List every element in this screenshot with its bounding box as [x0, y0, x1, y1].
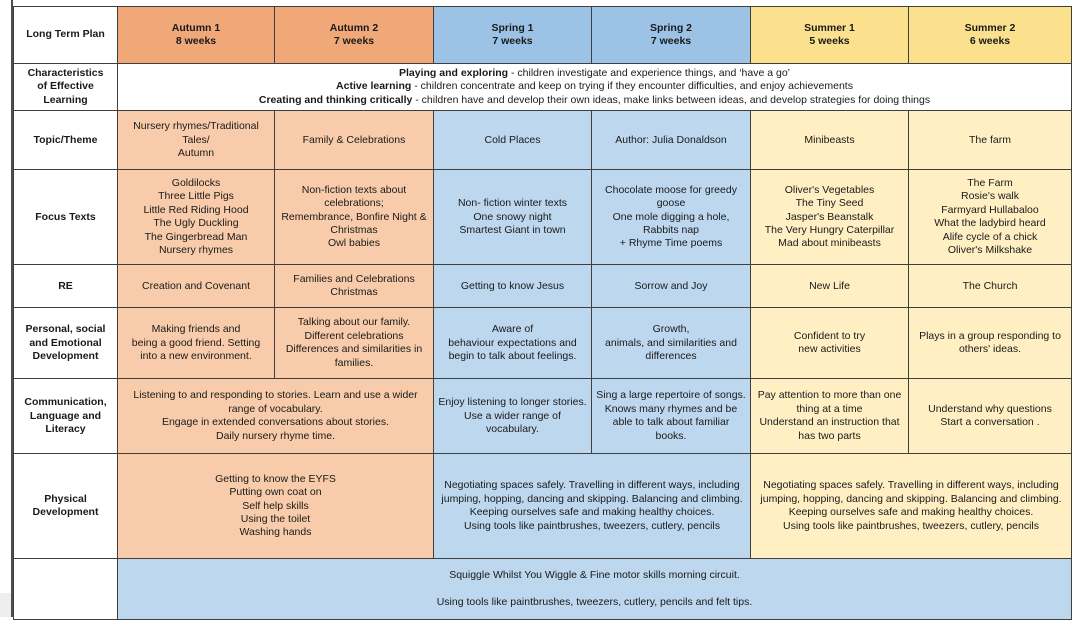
row-characteristics-of-effective-learning: Characteristics of Effective Learning Pl…: [13, 62, 1072, 112]
focus-autumn-2: Non-fiction texts about celebrations; Re…: [274, 169, 434, 266]
row-personal-social-emotional-development: Personal, social and Emotional Developme…: [13, 307, 1072, 380]
row-label-coel: Characteristics of Effective Learning: [13, 62, 118, 112]
squiggle-content: Squiggle Whilst You Wiggle & Fine motor …: [117, 558, 1072, 620]
psed-autumn-1: Making friends and being a good friend. …: [117, 307, 275, 380]
row-label-topic-theme: Topic/Theme: [13, 110, 118, 171]
row-label-squiggle: [13, 558, 118, 620]
topic-autumn-2: Family & Celebrations: [274, 110, 434, 171]
cll-summer-1: Pay attention to more than one thing at …: [750, 378, 909, 455]
window-chrome-stub: [0, 593, 13, 617]
row-re: RE Creation and Covenant Families and Ce…: [13, 264, 1072, 309]
focus-summer-1: Oliver's Vegetables The Tiny Seed Jasper…: [750, 169, 909, 266]
focus-autumn-1: Goldilocks Three Little Pigs Little Red …: [117, 169, 275, 266]
term-weeks: 7 weeks: [492, 35, 533, 47]
coel-line-1-rest: - children investigate and experience th…: [508, 67, 791, 79]
row-label-focus-texts: Focus Texts: [13, 169, 118, 266]
term-name: Autumn 1: [171, 21, 221, 34]
psed-summer-1: Confident to try new activities: [750, 307, 909, 380]
re-autumn-1: Creation and Covenant: [117, 264, 275, 309]
term-name: Summer 1: [804, 21, 855, 34]
term-name: Autumn 2: [329, 21, 379, 34]
row-communication-language-literacy: Communication, Language and Literacy Lis…: [13, 378, 1072, 455]
topic-summer-1: Minibeasts: [750, 110, 909, 171]
psed-spring-2: Growth, animals, and similarities and di…: [591, 307, 751, 380]
psed-spring-1: Aware of behaviour expectations and begi…: [433, 307, 592, 380]
term-weeks: 7 weeks: [650, 35, 692, 47]
topic-autumn-1: Nursery rhymes/Traditional Tales/ Autumn: [117, 110, 275, 171]
coel-line-2: Active learning - children concentrate a…: [122, 80, 1067, 93]
row-label-cll: Communication, Language and Literacy: [13, 378, 118, 455]
cll-spring-1: Enjoy listening to longer stories. Use a…: [433, 378, 592, 455]
coel-line-3-rest: - children have and develop their own id…: [412, 93, 931, 106]
term-name: Spring 1: [491, 21, 534, 34]
psed-autumn-2: Talking about our family. Different cele…: [274, 307, 434, 380]
row-label-psed: Personal, social and Emotional Developme…: [13, 307, 118, 380]
row-focus-texts: Focus Texts Goldilocks Three Little Pigs…: [13, 169, 1072, 266]
psed-summer-2: Plays in a group responding to others' i…: [908, 307, 1072, 380]
coel-line-2-rest: - children concentrate and keep on tryin…: [411, 80, 853, 93]
topic-spring-2: Author: Julia Donaldson: [591, 110, 751, 171]
re-spring-2: Sorrow and Joy: [591, 264, 751, 309]
row-label-re: RE: [13, 264, 118, 309]
term-weeks: 7 weeks: [333, 35, 375, 47]
window-edge-rule: [11, 0, 13, 617]
plan-title-cell: Long Term Plan: [13, 6, 118, 64]
term-weeks: 8 weeks: [175, 35, 217, 47]
cll-spring-2: Sing a large repertoire of songs. Knows …: [591, 378, 751, 455]
topic-summer-2: The farm: [908, 110, 1072, 171]
cll-summer-2: Understand why questions Start a convers…: [908, 378, 1072, 455]
pd-spring: Negotiating spaces safely. Travelling in…: [433, 453, 751, 560]
coel-line-2-bold: Active learning: [336, 80, 412, 93]
coel-line-1-bold: Playing and exploring: [398, 67, 509, 79]
term-weeks: 5 weeks: [809, 35, 850, 47]
focus-spring-2: Chocolate moose for greedy goose One mol…: [591, 169, 751, 266]
term-weeks: 6 weeks: [969, 35, 1011, 47]
coel-line-1: Playing and exploring - children investi…: [122, 67, 1067, 80]
coel-line-3: Creating and thinking critically - child…: [122, 94, 1067, 107]
coel-line-3-bold: Creating and thinking critically: [258, 93, 413, 106]
focus-summer-2: The Farm Rosie's walk Farmyard Hullabalo…: [908, 169, 1072, 266]
row-squiggle-whilst-you-wiggle: Squiggle Whilst You Wiggle & Fine motor …: [13, 558, 1072, 620]
row-label-physical-development: Physical Development: [13, 453, 118, 560]
re-summer-2: The Church: [908, 264, 1072, 309]
term-name: Summer 2: [964, 21, 1016, 34]
pd-summer: Negotiating spaces safely. Travelling in…: [750, 453, 1072, 560]
re-autumn-2: Families and Celebrations Christmas: [274, 264, 434, 309]
row-topic-theme: Topic/Theme Nursery rhymes/Traditional T…: [13, 110, 1072, 171]
row-physical-development: Physical Development Getting to know the…: [13, 453, 1072, 560]
re-summer-1: New Life: [750, 264, 909, 309]
term-name: Spring 2: [649, 21, 692, 34]
topic-spring-1: Cold Places: [433, 110, 592, 171]
coel-content-cell: Playing and exploring - children investi…: [117, 62, 1072, 112]
re-spring-1: Getting to know Jesus: [433, 264, 592, 309]
pd-autumn: Getting to know the EYFS Putting own coa…: [117, 453, 434, 560]
cll-autumn: Listening to and responding to stories. …: [117, 378, 434, 455]
focus-spring-1: Non- fiction winter texts One snowy nigh…: [433, 169, 592, 266]
